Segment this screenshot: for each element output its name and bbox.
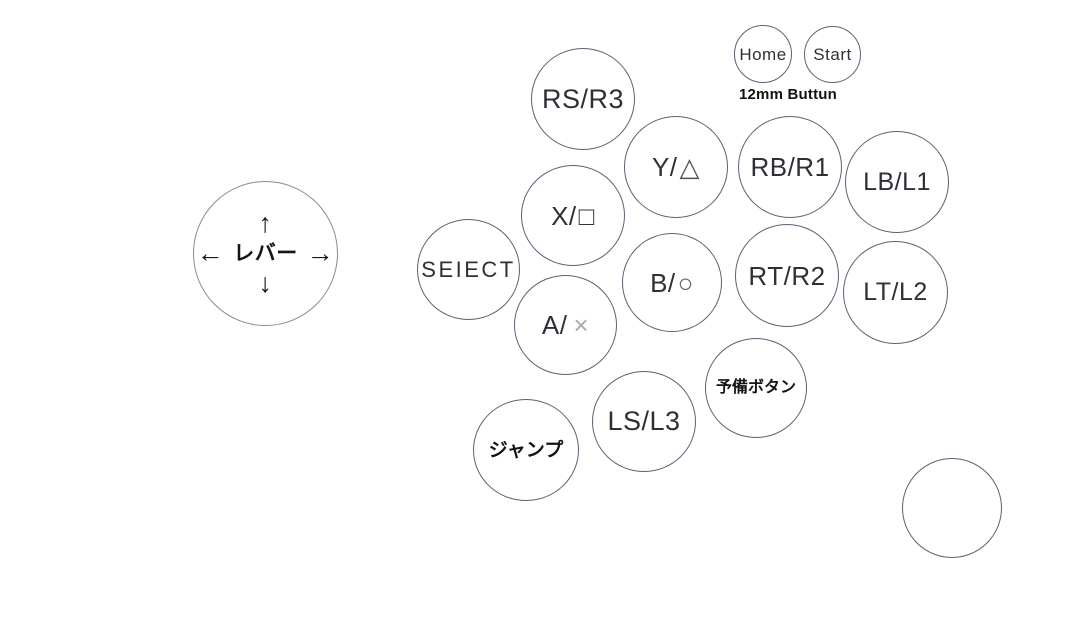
button-lt-l2: LT/L2 [843, 241, 948, 344]
button-a-label: A/ [541, 310, 568, 340]
button-y-label: Y/ [651, 152, 678, 182]
button-rt-r2: RT/R2 [735, 224, 839, 327]
lever-label: レバー [233, 242, 298, 265]
button-a-cross: A/ × [514, 275, 617, 375]
button-start-label: Start [813, 45, 852, 64]
button-ls-l3-label: LS/L3 [607, 406, 681, 436]
button-lt-l2-label: LT/L2 [863, 278, 928, 306]
button-spare: 予備ボタン [705, 338, 807, 438]
arrow-up-icon: ↑ [258, 208, 273, 238]
button-rs-r3: RS/R3 [531, 48, 635, 150]
button-y-triangle: Y/ △ [624, 116, 728, 218]
triangle-symbol-icon: △ [679, 152, 701, 182]
button-select-label: SEIECT [421, 256, 516, 282]
button-home-label: Home [739, 44, 787, 64]
arrow-down-icon: ↓ [258, 268, 273, 298]
button-spare-label: 予備ボタン [715, 379, 796, 396]
button-b-label: B/ [650, 267, 676, 298]
button-home: Home [734, 25, 792, 83]
arrow-left-icon: ← [196, 238, 225, 268]
button-b-circle: B/ ○ [622, 233, 722, 332]
button-rb-r1-label: RB/R1 [750, 152, 830, 182]
lever-middle-row: ← レバー → [197, 240, 335, 267]
button-x-label: X/ [551, 200, 577, 231]
cross-symbol-icon: × [573, 310, 590, 340]
button-select: SEIECT [417, 219, 520, 320]
button-rt-r2-label: RT/R2 [748, 260, 826, 291]
empty-circle [902, 458, 1002, 558]
button-lb-l1-label: LB/L1 [863, 167, 931, 196]
button-ls-l3: LS/L3 [592, 371, 696, 472]
button-rb-r1: RB/R1 [738, 116, 842, 218]
button-size-note: 12mm Buttun [738, 86, 838, 103]
arrow-right-icon: → [306, 238, 335, 268]
square-symbol-icon: □ [578, 200, 595, 231]
button-x-square: X/ □ [521, 165, 625, 266]
button-start: Start [804, 26, 861, 83]
button-jump-label: ジャンプ [488, 439, 564, 461]
button-jump: ジャンプ [473, 399, 579, 501]
button-rs-r3-label: RS/R3 [541, 83, 625, 114]
circle-symbol-icon: ○ [677, 267, 694, 298]
lever-circle: ↑ ← レバー → ↓ [193, 181, 338, 326]
button-lb-l1: LB/L1 [845, 131, 949, 233]
